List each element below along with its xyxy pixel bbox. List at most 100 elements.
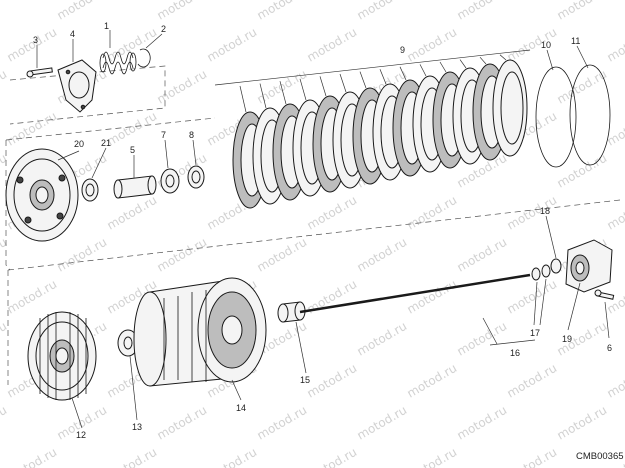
watermark-text: motod.ru [505,445,560,468]
callout-21: 21 [101,138,111,148]
part-2-circlip [137,48,151,68]
plate-leader-line [359,71,367,89]
callout-17: 17 [530,328,540,338]
part-6-bolt [594,289,615,300]
watermark-text: motod.ru [605,193,625,233]
watermark-text: motod.ru [305,193,360,233]
part-7-bushing [160,168,180,194]
assembly-frame [5,65,621,385]
callout-4: 4 [70,29,75,39]
drawing-code: CMB00365 [576,451,624,462]
watermark-text: motod.ru [205,445,260,468]
plate-leader-line [299,78,307,101]
callout-7: 7 [161,130,166,140]
part-18-washer [550,258,562,274]
watermark-text: motod.ru [455,235,510,275]
callout-11: 11 [571,36,580,46]
plate-leader-line [379,69,387,85]
watermark-text: motod.ru [155,403,210,443]
callout-1: 1 [104,21,109,31]
watermark-text: motod.ru [5,25,60,65]
callout-6: 6 [607,343,612,353]
part-12-inner-hub [27,311,97,401]
watermark-text: motod.ru [405,361,460,401]
watermark-text: motod.ru [305,361,360,401]
watermark-text: motod.ru [105,25,160,65]
plate-leader-line [339,73,347,93]
plate-leader-line [439,61,447,73]
part-4-plate [57,59,97,113]
watermark-text: motod.ru [355,319,410,359]
watermark-text: motod.ru [155,235,210,275]
watermark-text: motod.ru [0,235,9,275]
callout-2: 2 [161,24,166,34]
callout-8: 8 [189,130,194,140]
watermark-text: motod.ru [5,445,60,468]
watermark-text: motod.ru [155,67,210,107]
watermark-text: motod.ru [505,361,560,401]
callout-labels: 1 2 3 4 5 6 7 8 9 10 11 12 13 14 15 16 1… [33,21,612,440]
plate-leader-line [239,85,247,113]
callout-9: 9 [400,45,405,55]
watermark-text: motod.ru [505,193,560,233]
watermark-text: motod.ru [605,109,625,149]
watermark-text: motod.ru [55,235,110,275]
watermark-text: motod.ru [255,403,310,443]
watermark-text: motod.ru [455,0,510,23]
part-19-slave-cylinder [565,239,613,293]
clutch-plate-bore [500,71,524,145]
part-14-basket [133,277,267,387]
plate-leader-line [419,64,427,77]
callout-5: 5 [130,145,135,155]
watermark-text: motod.ru [355,0,410,23]
watermark-text: motod.ru [105,109,160,149]
part-9-clutch-plates [232,54,528,209]
part-21-bearing [81,178,99,202]
part-16-pushrod [299,273,531,314]
watermark-text: motod.ru [505,277,560,317]
part-13-washer [117,329,139,357]
leader-lines [36,30,610,429]
watermark-text: motod.ru [605,361,625,401]
callout-14: 14 [236,403,246,413]
part-11-oring [569,64,611,166]
callout-12: 12 [76,430,86,440]
watermark-text: motod.ru [5,277,60,317]
watermark-text: motod.ru [5,109,60,149]
part-1-spring [99,51,137,75]
watermark-text: motod.ru [255,235,310,275]
plate-leader-line [459,59,467,69]
plate-leader-line [319,76,327,97]
part-17-seals [531,264,551,281]
watermark-text: motod.ru [555,0,610,23]
watermark-text: motod.ru [55,0,110,23]
callout-10: 10 [541,40,551,50]
part-5-pushrod-piece [113,175,157,199]
callout-3: 3 [33,35,38,45]
plate-leader-line [279,81,287,105]
plate-leader-line [479,56,487,65]
watermark-text: motod.ru [0,403,9,443]
callout-15: 15 [300,375,310,385]
callout-20: 20 [74,139,84,149]
callout-16: 16 [510,348,520,358]
watermark-text: motod.ru [305,445,360,468]
watermark-text: motod.ru [105,445,160,468]
plate-leader-line [399,66,407,81]
callout-18: 18 [540,206,550,216]
callout-13: 13 [132,422,142,432]
watermark-text: motod.ru [105,193,160,233]
part-20-pressure-plate [5,148,79,242]
watermark-text: motod.ru [605,25,625,65]
watermark-text: motod.ru [255,0,310,23]
plate-leader-line [499,54,507,61]
part-8-washer [187,165,205,189]
watermark-text: motod.ru [355,403,410,443]
watermark-text: motod.ru [455,319,510,359]
plate-leader-line [259,83,267,109]
watermark-text: motod.ru [405,445,460,468]
watermark-text: motod.ru [155,0,210,23]
watermark-text: motod.ru [0,67,9,107]
